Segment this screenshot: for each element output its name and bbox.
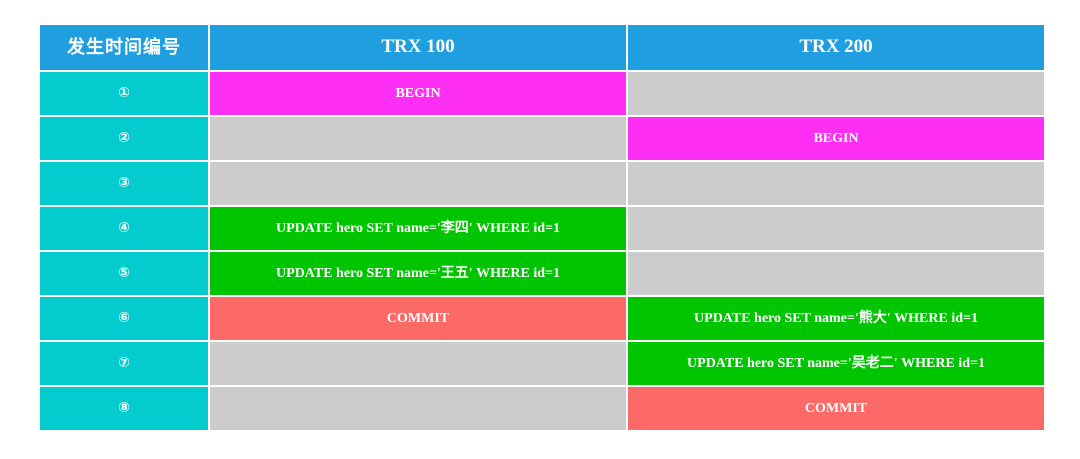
cell-time-sequence: ② <box>40 117 208 160</box>
cell-trx-200-empty <box>628 252 1044 295</box>
cell-trx-100-empty <box>210 387 626 430</box>
table-row: ⑧ COMMIT <box>40 387 1044 430</box>
cell-time-sequence: ⑦ <box>40 342 208 385</box>
cell-trx-200-empty <box>628 162 1044 205</box>
cell-trx-200-update: UPDATE hero SET name='熊大' WHERE id=1 <box>628 297 1044 340</box>
column-header-trx-100: TRX 100 <box>210 25 626 70</box>
cell-trx-100-update: UPDATE hero SET name='王五' WHERE id=1 <box>210 252 626 295</box>
cell-statement-text: UPDATE hero SET name='王五' WHERE id=1 <box>276 264 560 281</box>
table-row: ⑥ COMMIT UPDATE hero SET name='熊大' WHERE i… <box>40 297 1044 340</box>
table-row: ① BEGIN <box>40 72 1044 115</box>
cell-trx-200-empty <box>628 207 1044 250</box>
cell-trx-100-update: UPDATE hero SET name='李四' WHERE id=1 <box>210 207 626 250</box>
cell-trx-200-update: UPDATE hero SET name='吴老二' WHERE id=1 <box>628 342 1044 385</box>
table-header: 发生时间编号 TRX 100 TRX 200 <box>40 25 1044 70</box>
cell-time-sequence: ⑥ <box>40 297 208 340</box>
cell-trx-100-begin: BEGIN <box>210 72 626 115</box>
cell-statement-text: UPDATE hero SET name='吴老二' WHERE id=1 <box>687 354 985 371</box>
cell-statement-text: BEGIN <box>813 130 859 146</box>
cell-trx-200-commit: COMMIT <box>628 387 1044 430</box>
cell-time-sequence: ⑤ <box>40 252 208 295</box>
cell-statement-text: BEGIN <box>395 85 441 101</box>
cell-trx-200-begin: BEGIN <box>628 117 1044 160</box>
cell-trx-100-empty <box>210 342 626 385</box>
cell-statement-text: COMMIT <box>386 310 450 326</box>
column-header-time: 发生时间编号 <box>40 25 208 70</box>
column-header-trx-200: TRX 200 <box>628 25 1044 70</box>
table-row: ⑤ UPDATE hero SET name='王五' WHERE id=1 <box>40 252 1044 295</box>
table-header-row: 发生时间编号 TRX 100 TRX 200 <box>40 25 1044 70</box>
cell-trx-100-commit: COMMIT <box>210 297 626 340</box>
cell-trx-200-empty <box>628 72 1044 115</box>
table-row: ② BEGIN <box>40 117 1044 160</box>
cell-statement-text: UPDATE hero SET name='李四' WHERE id=1 <box>276 219 560 236</box>
cell-time-sequence: ③ <box>40 162 208 205</box>
cell-statement-text: COMMIT <box>804 400 868 416</box>
cell-trx-100-empty <box>210 162 626 205</box>
table-row: ④ UPDATE hero SET name='李四' WHERE id=1 <box>40 207 1044 250</box>
table-row: ⑦ UPDATE hero SET name='吴老二' WHERE id=1 <box>40 342 1044 385</box>
cell-time-sequence: ⑧ <box>40 387 208 430</box>
table-row: ③ <box>40 162 1044 205</box>
cell-time-sequence: ④ <box>40 207 208 250</box>
cell-time-sequence: ① <box>40 72 208 115</box>
cell-statement-text: UPDATE hero SET name='熊大' WHERE id=1 <box>694 309 978 326</box>
cell-trx-100-empty <box>210 117 626 160</box>
